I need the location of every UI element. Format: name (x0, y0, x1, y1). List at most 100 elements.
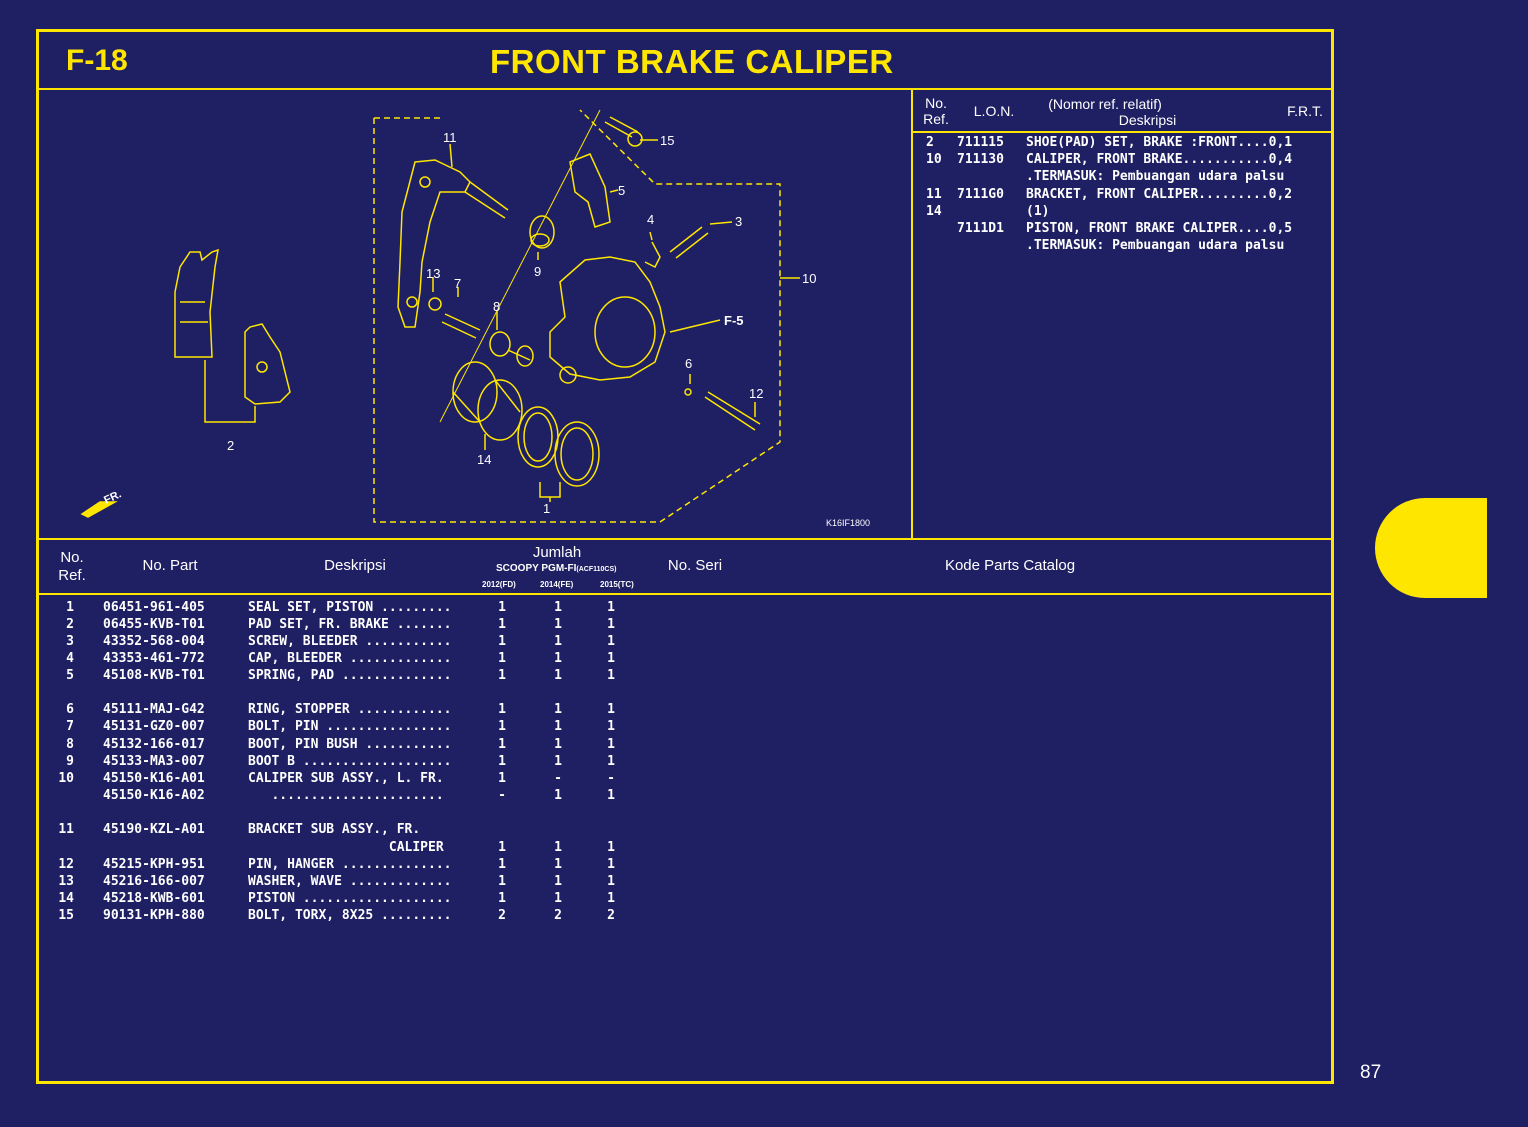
row-ref: 5 (66, 668, 74, 683)
parts-header-model: SCOOPY PGM-FI(ACF110CS) (496, 563, 616, 574)
row-description: CALIPER SUB ASSY., L. FR. (248, 771, 452, 786)
row-qty-2015: 1 (607, 891, 615, 906)
lon-header-frt: F.R.T. (1287, 103, 1323, 119)
callout-12: 12 (749, 386, 763, 401)
row-qty-2012: 1 (498, 891, 506, 906)
row-ref: 11 (58, 822, 74, 837)
parts-header-year-3: 2015(TC) (600, 580, 634, 589)
lon-desc: CALIPER, FRONT BRAKE...........0,4 (1026, 152, 1293, 167)
parts-header-ref: No. Ref. (52, 549, 92, 585)
callout-1: 1 (543, 501, 550, 516)
callout-10: 10 (802, 271, 816, 286)
exploded-diagram: 11 15 5 4 3 9 10 13 7 8 F-5 6 12 2 14 1 … (80, 109, 870, 528)
row-description: BOOT, PIN BUSH ........... (248, 737, 452, 752)
row-ref: 4 (66, 651, 74, 666)
row-qty-2012: 1 (498, 840, 506, 855)
parts-header-year-2: 2014(FE) (540, 580, 574, 589)
parts-header-catalog: Kode Parts Catalog (944, 557, 1076, 574)
parts-header-ref-line2: Ref. (58, 567, 86, 584)
row-qty-2014: 1 (554, 754, 562, 769)
row-qty-2012: 1 (498, 719, 506, 734)
parts-header-ref-line1: No. (60, 549, 84, 566)
row-description: BOOT B ................... (248, 754, 452, 769)
lon-header-desc: Deskripsi (1118, 112, 1177, 128)
row-description: BRACKET SUB ASSY., FR. (248, 822, 421, 837)
row-qty-2015: 1 (607, 788, 615, 803)
section-code: F-18 (66, 44, 128, 77)
row-description: BOLT, PIN ................ (248, 719, 452, 734)
callout-7: 7 (454, 276, 461, 291)
row-ref: 13 (58, 874, 74, 889)
callout-5: 5 (618, 183, 625, 198)
row-qty-2012: 1 (498, 617, 506, 632)
lon-code: 7111G0 (957, 187, 1004, 202)
row-ref: 10 (58, 771, 74, 786)
row-qty-2015: 1 (607, 874, 615, 889)
row-qty-2015: 2 (607, 908, 615, 923)
lon-header-ref-line2: Ref. (923, 111, 949, 127)
row-part-number: 45111-MAJ-G42 (103, 702, 205, 717)
pad-right-shape (244, 323, 291, 405)
lon-header-rule (913, 131, 1332, 133)
callout-9: 9 (534, 264, 541, 279)
parts-header-qty: Jumlah (532, 544, 582, 561)
row-ref: 9 (66, 754, 74, 769)
lon-ref: 2 (926, 135, 934, 150)
parts-header-year-1: 2012(FD) (482, 580, 516, 589)
row-part-number: 45190-KZL-A01 (103, 822, 205, 837)
lon-header-desc-top: (Nomor ref. relatif) (1048, 96, 1162, 112)
lon-code: 7111D1 (957, 221, 1004, 236)
row-qty-2014: 1 (554, 840, 562, 855)
row-ref: 15 (58, 908, 74, 923)
callout-F5: F-5 (724, 313, 744, 328)
bracket-shape (397, 159, 471, 328)
row-qty-2012: 1 (498, 651, 506, 666)
lon-desc: BRACKET, FRONT CALIPER.........0,2 (1026, 187, 1293, 202)
callout-8: 8 (493, 299, 500, 314)
parts-header-part: No. Part (142, 557, 198, 574)
page-frame (36, 29, 1334, 1084)
row-ref: 12 (58, 857, 74, 872)
row-part-number: 45150-K16-A02 (103, 788, 205, 803)
parts-header-model-code: (ACF110CS) (576, 566, 617, 573)
row-qty-2014: 2 (554, 908, 562, 923)
row-qty-2012: 1 (498, 874, 506, 889)
lon-header-ref-line1: No. (925, 95, 947, 111)
row-part-number: 43353-461-772 (103, 651, 205, 666)
row-qty-2012: 2 (498, 908, 506, 923)
lon-ref: 10 (926, 152, 942, 167)
section-tab[interactable] (1375, 498, 1487, 598)
figure-code: K16IF1800 (826, 518, 870, 528)
row-qty-2014: 1 (554, 617, 562, 632)
row-part-number: 45218-KWB-601 (103, 891, 205, 906)
row-qty-2014: 1 (554, 651, 562, 666)
row-description: SEAL SET, PISTON ......... (248, 600, 452, 615)
lon-header-lon: L.O.N. (973, 103, 1015, 119)
lon-desc: .TERMASUK: Pembuangan udara palsu (1026, 169, 1285, 184)
row-qty-2012: 1 (498, 600, 506, 615)
row-qty-2014: 1 (554, 634, 562, 649)
row-qty-2015: 1 (607, 857, 615, 872)
row-qty-2014: 1 (554, 737, 562, 752)
row-qty-2014: 1 (554, 702, 562, 717)
row-qty-2014: 1 (554, 788, 562, 803)
row-ref: 14 (58, 891, 74, 906)
row-qty-2012: 1 (498, 668, 506, 683)
row-qty-2015: 1 (607, 737, 615, 752)
row-description: WASHER, WAVE ............. (248, 874, 452, 889)
lon-ref: 14 (926, 204, 942, 219)
row-part-number: 45133-MA3-007 (103, 754, 205, 769)
row-qty-2014: 1 (554, 719, 562, 734)
lon-desc: PISTON, FRONT BRAKE CALIPER....0,5 (1026, 221, 1293, 236)
callout-14: 14 (477, 452, 491, 467)
row-description: RING, STOPPER ............ (248, 702, 452, 717)
row-qty-2015: - (607, 771, 615, 786)
row-qty-2014: 1 (554, 668, 562, 683)
callout-2: 2 (227, 438, 234, 453)
row-part-number: 45131-GZ0-007 (103, 719, 205, 734)
row-part-number: 06455-KVB-T01 (103, 617, 205, 632)
row-ref: 8 (66, 737, 74, 752)
pad-left-shape (174, 248, 219, 358)
row-part-number: 45216-166-007 (103, 874, 205, 889)
callout-15: 15 (660, 133, 674, 148)
